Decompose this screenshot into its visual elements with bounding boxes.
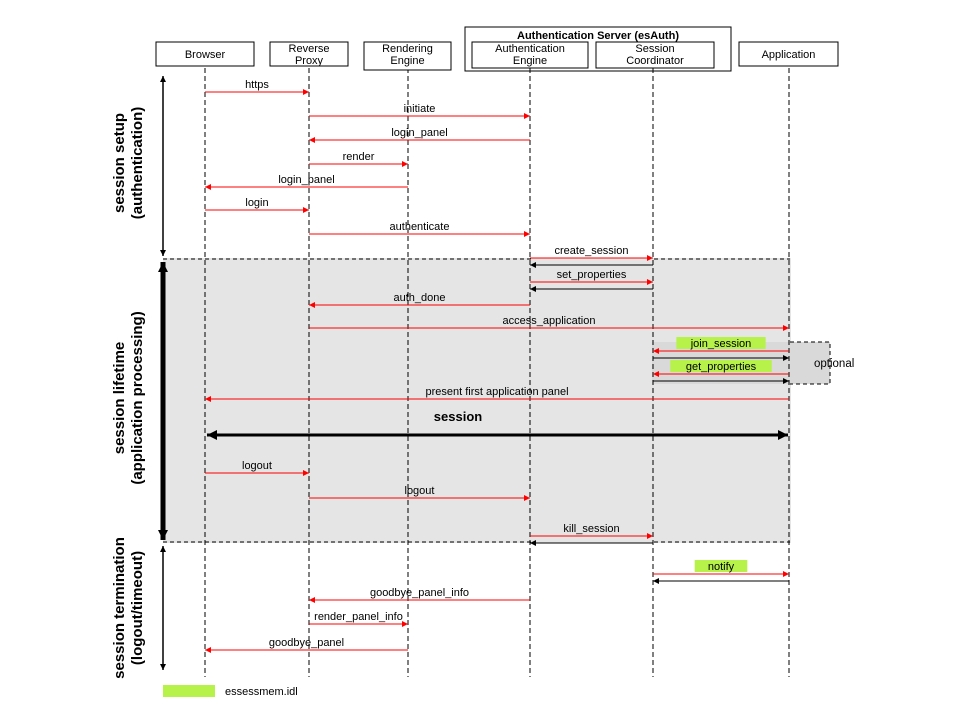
- session-bar: session: [207, 409, 788, 440]
- message-label: notify: [708, 561, 735, 573]
- message-logout: logout: [205, 460, 309, 476]
- message-notify: notify: [653, 561, 789, 584]
- message-label: goodbye_panel: [269, 637, 344, 649]
- message-login-panel: login_panel: [205, 174, 408, 190]
- message-https: https: [205, 79, 309, 95]
- phase-label: session termination(logout/timeout): [111, 537, 146, 679]
- phase-label: session setup(authentication): [111, 107, 146, 220]
- participant-box: [738, 41, 839, 67]
- message-present-first-application-panel: present first application panel: [205, 386, 789, 402]
- message-label: login_panel: [278, 174, 334, 186]
- participant-box: [471, 41, 589, 69]
- participant-box: [595, 41, 715, 69]
- message-highlight: [676, 337, 766, 349]
- message-logout: logout: [309, 485, 530, 501]
- message-label: present first application panel: [425, 386, 568, 398]
- message-render: render: [309, 151, 408, 167]
- participant-browser: Browser: [155, 41, 255, 67]
- message-label: access_application: [503, 315, 596, 327]
- message-label: kill_session: [563, 523, 619, 535]
- message-login-panel: login_panel: [309, 127, 530, 143]
- message-label: authenticate: [390, 221, 450, 233]
- message-label: https: [245, 79, 269, 91]
- message-create-session: create_session: [530, 245, 653, 268]
- message-access-application: access_application: [309, 315, 789, 331]
- message-label: login: [245, 197, 268, 209]
- message-goodbye-panel: goodbye_panel: [205, 637, 408, 653]
- message-set-properties: set_properties: [530, 269, 653, 292]
- participant-box: [155, 41, 255, 67]
- message-join-session: join_session: [653, 338, 789, 361]
- legend-swatch: [163, 685, 215, 697]
- legend: essessmem.idl: [163, 685, 298, 698]
- phase-label: session lifetime(application processing): [111, 311, 146, 484]
- participant-box: [363, 41, 452, 71]
- message-label: create_session: [555, 245, 629, 257]
- message-label: set_properties: [557, 269, 627, 281]
- participant-label: Application: [762, 49, 816, 61]
- message-login: login: [205, 197, 309, 213]
- message-get-properties: get_properties: [653, 361, 789, 384]
- message-render-panel-info: render_panel_info: [309, 611, 408, 627]
- session-label: session: [434, 409, 482, 424]
- legend-label: essessmem.idl: [225, 686, 298, 698]
- message-label: get_properties: [686, 361, 757, 373]
- message-label: render: [343, 151, 375, 163]
- participant-box: [269, 41, 349, 67]
- message-kill-session: kill_session: [530, 523, 653, 546]
- message-label: initiate: [404, 103, 436, 115]
- auth-server-group: Authentication Server (esAuth): [464, 26, 732, 72]
- message-initiate: initiate: [309, 103, 530, 119]
- message-authenticate: authenticate: [309, 221, 530, 237]
- message-label: auth_done: [394, 292, 446, 304]
- message-highlight: [670, 360, 772, 372]
- message-label: join_session: [690, 338, 752, 350]
- auth-server-title: Authentication Server (esAuth): [517, 30, 679, 42]
- session-lifetime-region: [163, 258, 791, 543]
- message-label: goodbye_panel_info: [370, 587, 469, 599]
- message-auth-done: auth_done: [309, 292, 530, 308]
- message-label: login_panel: [391, 127, 447, 139]
- message-label: logout: [242, 460, 272, 472]
- message-highlight: [694, 560, 748, 572]
- optional-region-border: [790, 341, 831, 385]
- message-label: logout: [405, 485, 435, 497]
- participant-label: Browser: [185, 49, 226, 61]
- message-label: render_panel_info: [314, 611, 403, 623]
- message-goodbye-panel-info: goodbye_panel_info: [309, 587, 530, 603]
- optional-label: optional: [814, 358, 854, 370]
- participant-app: Application: [738, 41, 839, 67]
